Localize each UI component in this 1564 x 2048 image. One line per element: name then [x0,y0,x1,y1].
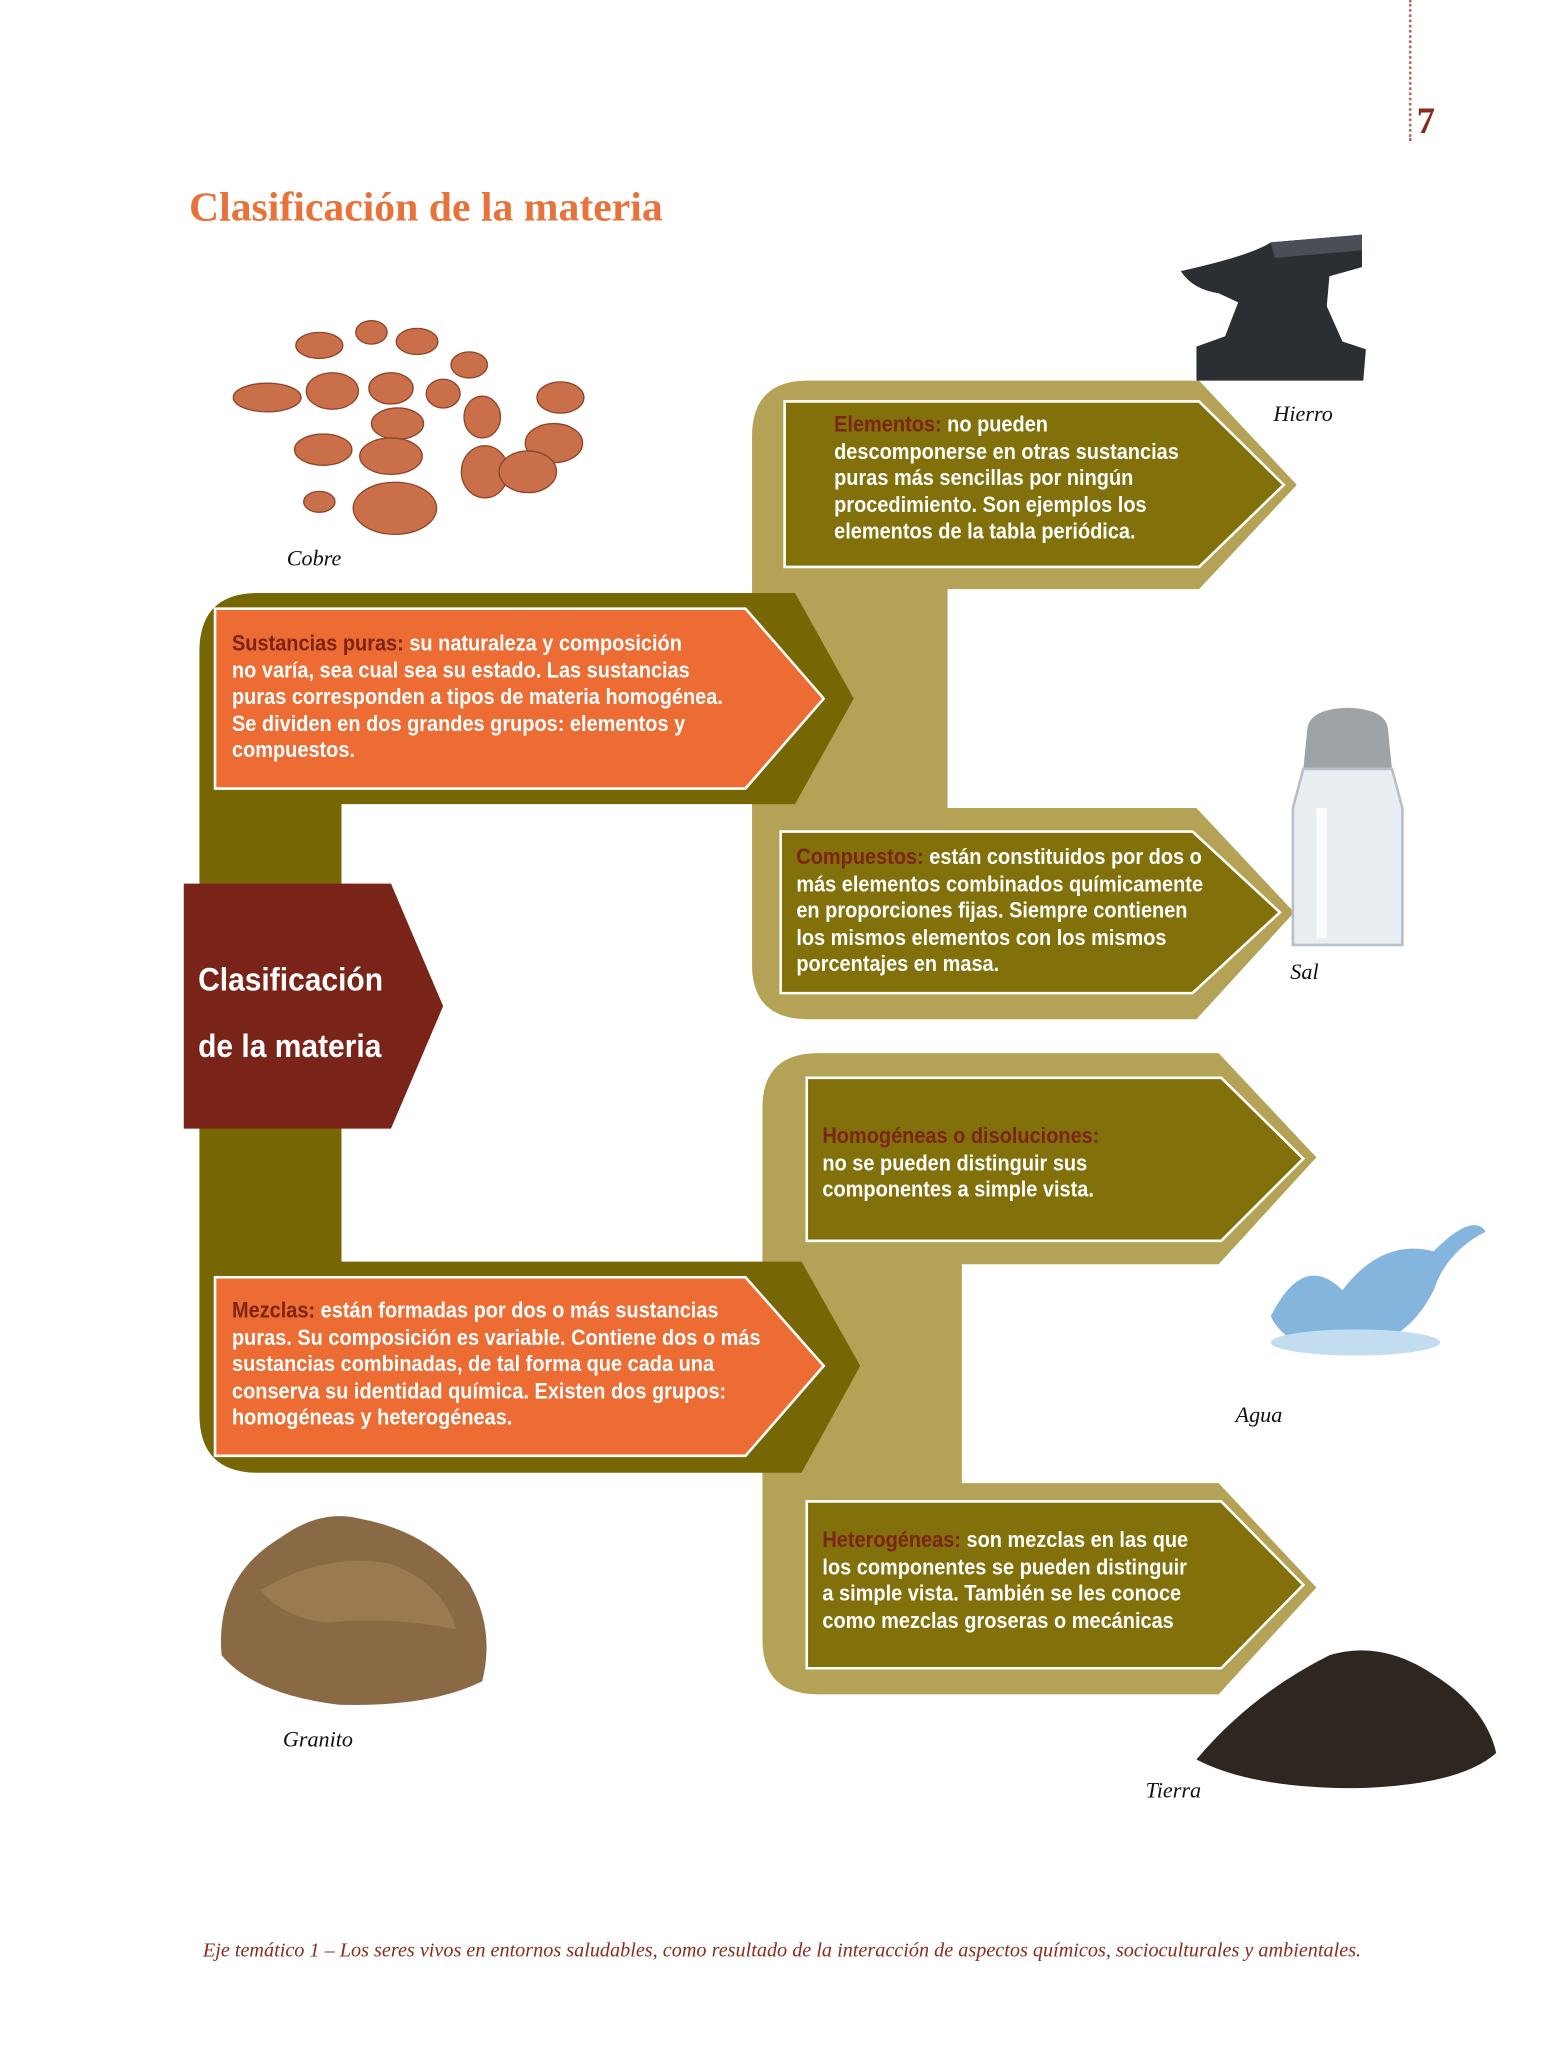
text-line: procedimiento. Son ejemplos los [834,492,1147,517]
text-line: son mezclas en las que [960,1527,1189,1553]
text-line: los componentes se pueden distinguir [822,1554,1187,1579]
caption-cobre: Cobre [286,546,342,571]
box-mezclas [213,1275,826,1458]
text-mezclas: Mezclas: están formadas por dos o más su… [232,1298,761,1432]
label-elementos: Elementos: [834,411,942,437]
footer-text: Eje temático 1 – Los seres vivos en ento… [202,1939,1362,1962]
page-number: 7 [1416,101,1435,143]
water-splash-image [1270,1225,1486,1356]
text-line: puras corresponden a tipos de materia ho… [231,684,723,710]
text-line: sustancias combinadas, de tal forma que … [231,1351,715,1377]
text-line: homogéneas y heterogéneas. [231,1404,513,1430]
text-line: a simple vista. También se les conoce [822,1580,1182,1606]
root-line: Clasificación [198,961,384,999]
text-line: no varía, sea cual sea su estado. Las su… [231,657,690,683]
caption-hierro: Hierro [1273,401,1333,427]
box-elementos [783,400,1286,569]
text-line: más elementos combinados químicamente [796,871,1204,897]
box-homogeneas [805,1076,1306,1243]
text-line: como mezclas groseras o mecánicas [822,1607,1174,1633]
text-line: conserva su identidad química. Existen d… [231,1378,727,1404]
text-line: están constituidos por dos o [923,844,1202,870]
text-line: compuestos. [231,737,355,763]
text-line: Se dividen en dos grandes grupos: elemen… [231,710,686,736]
box-sustancias-puras [213,607,826,790]
text-line: puras más sencillas por ningún [834,465,1134,491]
label-compuestos: Compuestos: [796,844,924,870]
text-line: elementos de la tabla periódica. [834,518,1136,544]
page-title: Clasificación de la materia [188,182,663,230]
text-compuestos: Compuestos: están constituidos por dos o… [796,845,1203,979]
label-heterogeneas: Heterogéneas: [822,1527,961,1553]
anvil-image [1180,234,1366,381]
text-line: están formadas por dos o más sustancias [315,1298,719,1323]
text-line: no pueden [941,411,1048,437]
label-mezclas: Mezclas: [231,1298,316,1323]
caption-agua: Agua [1235,1402,1283,1428]
text-line: su naturaleza y composición [403,630,682,656]
text-line: no se pueden distinguir sus [822,1150,1088,1175]
text-line: puras. Su composición es variable. Conti… [231,1324,761,1350]
text-heterogeneas: Heterogéneas: son mezclas en las que los… [822,1528,1188,1635]
margin-divider [1408,0,1412,141]
box-heterogeneas [805,1500,1306,1670]
text-line: en proporciones fijas. Siempre contienen [796,897,1188,923]
label-sustancias-puras: Sustancias puras: [231,630,404,656]
text-elementos: Elementos: no pueden descomponerse en ot… [834,412,1179,546]
box-root-classification [183,883,444,1129]
salt-shaker-image [1291,707,1404,947]
copper-image [232,319,585,536]
text-line: componentes a simple vista. [822,1176,1094,1202]
root-classification-label: Clasificación de la materia [198,948,383,1081]
text-sustancias-puras: Sustancias puras: su naturaleza y compos… [232,631,723,765]
text-line: los mismos elementos con los mismos [796,924,1167,950]
text-line: descomponerse en otras sustancias [834,438,1179,464]
text-homogeneas: Homogéneas o disoluciones: no se pueden … [822,1123,1099,1203]
label-homogeneas: Homogéneas o disoluciones: [822,1123,1100,1149]
box-compuestos [779,830,1282,995]
caption-granito: Granito [282,1726,353,1752]
text-line: porcentajes en masa. [796,951,1000,977]
granite-image [220,1516,487,1705]
root-line: de la materia [198,1028,382,1065]
caption-sal: Sal [1290,959,1319,985]
soil-image [1196,1650,1497,1789]
caption-tierra: Tierra [1145,1777,1202,1803]
